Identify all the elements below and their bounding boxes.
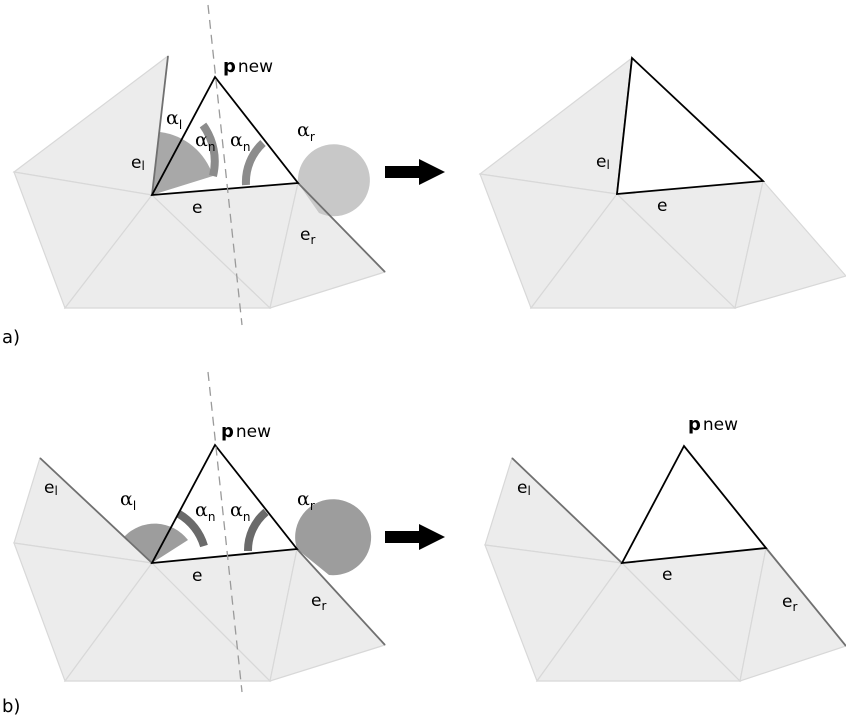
mesh-a-before (12, 54, 387, 310)
new-triangle-after (615, 56, 766, 195)
front-edge-el (151, 55, 169, 196)
alpha-n-right-arc (243, 508, 269, 552)
bisector-line (207, 4, 243, 326)
front-edge-er-after (765, 547, 846, 647)
new-triangle-after (620, 444, 768, 565)
e-l-label: el (44, 478, 58, 498)
e-label: e (192, 198, 202, 218)
transition-arrow-b (385, 524, 445, 550)
alpha-r-label: αr (297, 119, 315, 144)
alpha-r-wedge (297, 144, 370, 217)
alpha-r-label: αr (297, 488, 315, 513)
alpha-n-left-label: αn (195, 499, 215, 524)
mesh-b-before (13, 456, 387, 683)
front-edge-el-after (511, 457, 623, 564)
alpha-n-right-label: αn (230, 129, 250, 154)
mesh-a-after (478, 56, 846, 310)
panel-a-after: el e (478, 56, 846, 310)
e-r-label: er (311, 591, 326, 613)
panel-a-label: a) (2, 327, 20, 348)
e-label: e (192, 566, 202, 586)
alpha-l-label: αl (120, 488, 136, 513)
e-r-label: er (300, 225, 315, 247)
e-l-label-after: el (596, 152, 610, 172)
alpha-l-label: αl (166, 107, 182, 132)
alpha-n-left-arc (199, 122, 219, 177)
new-triangle (150, 75, 300, 197)
alpha-n-left-label: αn (195, 129, 215, 154)
transition-arrow-a (385, 159, 445, 185)
new-triangle (150, 443, 299, 565)
alpha-n-left-arc (176, 510, 208, 548)
panel-b-label: b) (2, 696, 20, 717)
mesh-b-after (484, 456, 846, 683)
e-label-after: e (657, 196, 667, 216)
front-edge-er (296, 548, 386, 646)
alpha-n-right-arc (241, 140, 266, 186)
e-l-label: el (131, 153, 145, 173)
e-label-after: e (662, 565, 672, 585)
alpha-r-wedge (295, 499, 372, 576)
alpha-n-right-label: αn (230, 499, 250, 524)
e-r-label-after: er (782, 592, 797, 614)
front-edge-el (39, 457, 153, 564)
alpha-l-wedge (152, 132, 213, 195)
front-edge-er (297, 182, 386, 273)
alpha-l-wedge (124, 523, 188, 563)
e-l-label-after: el (517, 478, 531, 498)
bisector-line (207, 371, 243, 693)
